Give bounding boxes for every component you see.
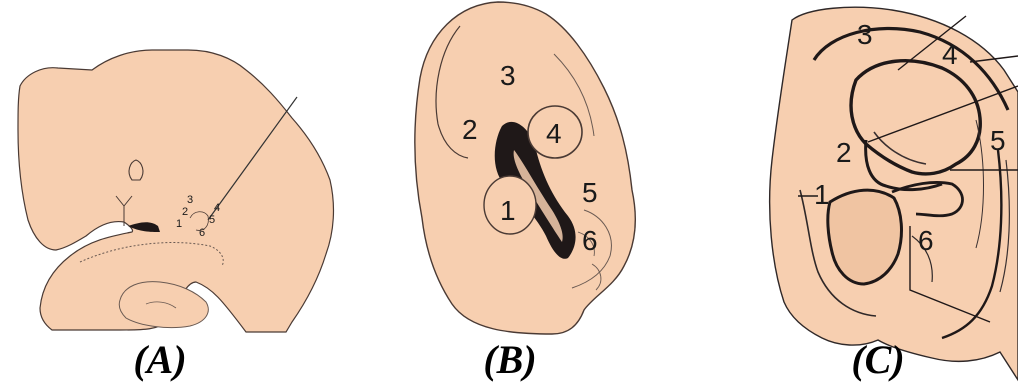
panel-c: 3 4 5 2 1 6 (C)	[680, 0, 1018, 390]
hillock-label-6: 6	[582, 225, 598, 256]
hillock-label-2: 2	[462, 114, 478, 145]
panel-caption: (C)	[828, 338, 928, 382]
hillock-label-2: 2	[182, 206, 188, 218]
panel-b: 3 2 4 5 1 6 (B)	[340, 0, 680, 390]
panel-caption: (B)	[460, 338, 560, 382]
hillock-label-3: 3	[500, 60, 516, 91]
hillock-label-3: 3	[187, 194, 193, 206]
panel-a: 3 4 2 5 1 6 (A)	[0, 0, 340, 390]
hillock-label-5: 5	[209, 214, 215, 226]
hillock-label-6: 6	[918, 225, 934, 256]
concha	[828, 190, 902, 284]
hillock-label-5: 5	[990, 125, 1006, 156]
hillock-label-1: 1	[176, 218, 182, 230]
hillock-label-3: 3	[857, 19, 873, 50]
hillock-label-4: 4	[214, 202, 220, 214]
hillock-label-4: 4	[546, 118, 562, 149]
hillock-label-5: 5	[582, 177, 598, 208]
panel-caption: (A)	[110, 338, 210, 382]
ear-drawing: 3 2 4 5 1 6	[340, 0, 680, 390]
auricle-drawing: 3 4 5 2 1 6	[680, 0, 1018, 390]
hillock-label-1: 1	[500, 195, 516, 226]
hillock-label-1: 1	[814, 179, 830, 210]
hillock-label-4: 4	[942, 39, 958, 70]
hillock-label-2: 2	[836, 137, 852, 168]
embryo-drawing: 3 4 2 5 1 6	[0, 0, 340, 390]
limb-bud	[119, 282, 208, 328]
